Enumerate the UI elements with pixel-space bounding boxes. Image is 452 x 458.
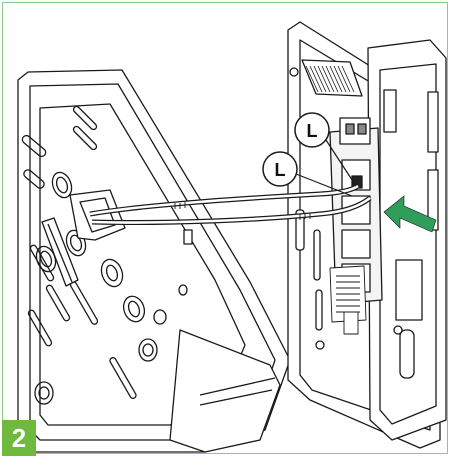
callout-top: L	[294, 112, 330, 148]
cable	[89, 183, 372, 226]
callout-top-label: L	[307, 121, 318, 141]
panel-slots	[21, 105, 137, 399]
rear-module	[286, 21, 447, 449]
front-panel	[17, 69, 291, 453]
callout-leaders	[295, 139, 357, 197]
callout-bottom-label: L	[275, 160, 286, 180]
diagram-border	[2, 2, 448, 454]
bottom-connector	[329, 265, 367, 335]
callout-bottom: L	[262, 151, 298, 187]
insertion-arrow	[383, 195, 437, 233]
step-number-badge: 2	[2, 420, 36, 456]
panel-mount-holes	[34, 171, 188, 405]
